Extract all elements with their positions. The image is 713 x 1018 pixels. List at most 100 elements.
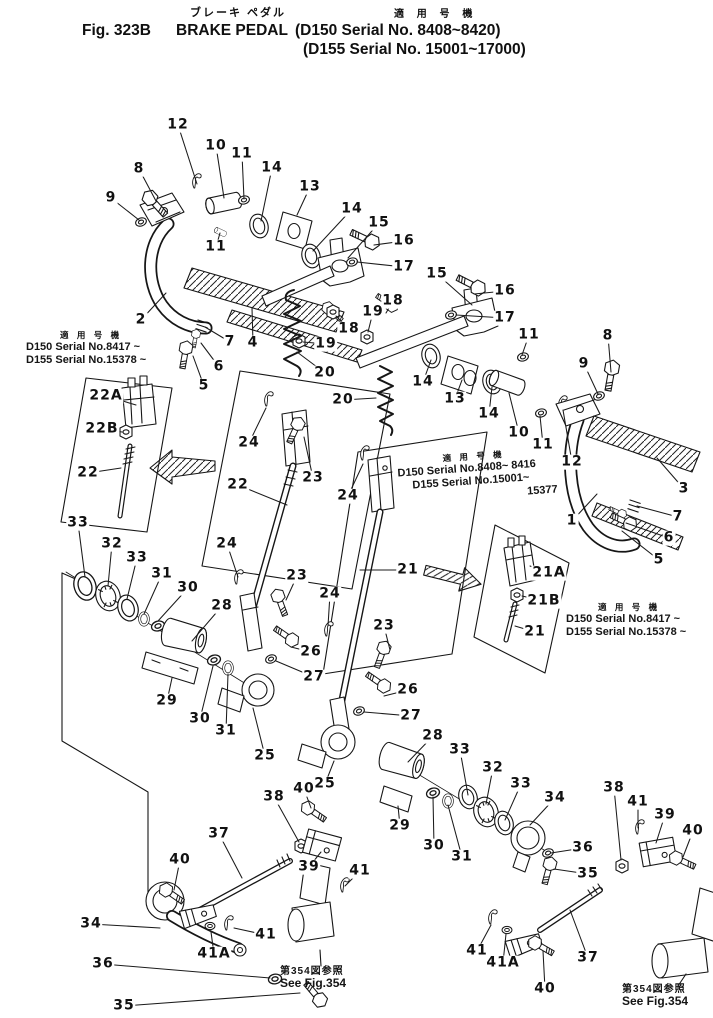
collar-34-right xyxy=(510,820,546,873)
group-box-right-inset xyxy=(473,524,570,674)
leader-line xyxy=(613,787,622,861)
cotter-41d xyxy=(488,909,498,925)
annotation-left-line1: D150 Serial No.8417 ~ xyxy=(26,340,141,353)
arrow-right xyxy=(423,564,482,592)
leader-line xyxy=(432,796,435,847)
bolt-35b xyxy=(538,854,559,887)
leader-line xyxy=(459,749,469,796)
callout-label: 40 xyxy=(168,851,192,868)
callout-label: 17 xyxy=(392,258,416,275)
follower-left xyxy=(287,861,335,967)
cam-lever-25-right xyxy=(297,724,356,769)
callout-label: 27 xyxy=(399,707,423,724)
bracket-29a xyxy=(141,651,199,685)
callout-label: 15 xyxy=(425,265,449,282)
figure-number: Fig. 323B xyxy=(82,22,151,39)
annotation-right-line1: D150 Serial No.8417 ~ xyxy=(566,612,681,625)
washer-41A-right xyxy=(501,925,513,935)
callout-label: 7 xyxy=(671,508,685,525)
callout-label: 39 xyxy=(297,858,321,875)
block-39a xyxy=(301,828,343,862)
callout-label: 11 xyxy=(517,326,541,343)
callout-label: 35 xyxy=(576,865,600,882)
callout-label: 28 xyxy=(421,727,445,744)
callout-label: 19 xyxy=(314,335,338,352)
cotter-41b xyxy=(224,915,234,931)
callout-label: 22A xyxy=(88,387,124,404)
reference-left-en: See Fig.354 xyxy=(280,976,347,990)
callout-label: 30 xyxy=(422,837,446,854)
bearing-13-right xyxy=(440,355,479,395)
callout-label: 23 xyxy=(285,567,309,584)
callout-label: 24 xyxy=(237,434,261,451)
callout-label: 35 xyxy=(112,997,136,1014)
leader-line xyxy=(241,153,245,200)
callout-label: 9 xyxy=(104,189,118,206)
callout-label: 20 xyxy=(331,391,355,408)
leader-line xyxy=(77,522,86,578)
arrow-left xyxy=(149,449,216,485)
callout-label: 13 xyxy=(298,178,322,195)
washer-11d xyxy=(534,407,548,419)
callout-label: 41A xyxy=(196,945,232,962)
callout-label: 14 xyxy=(411,373,435,390)
bearing-13-left xyxy=(275,211,313,250)
callout-label: 14 xyxy=(477,405,501,422)
leader-line xyxy=(447,804,463,858)
callout-label: 41 xyxy=(348,862,372,879)
ring-31b xyxy=(222,660,234,676)
callout-label: 18 xyxy=(337,320,361,337)
cam-lever-25-left xyxy=(217,673,275,713)
callout-label: 21A xyxy=(531,564,567,581)
callout-label: 18 xyxy=(381,292,405,309)
callout-label: 34 xyxy=(79,915,103,932)
leader-lines xyxy=(77,124,694,1007)
callout-label: 27 xyxy=(302,668,326,685)
washer-27a xyxy=(263,652,279,666)
fork-15-right xyxy=(355,287,499,369)
ring-14c xyxy=(418,341,444,371)
inset-left-parts xyxy=(121,375,157,429)
callout-label: 8 xyxy=(601,327,615,344)
rod-37-left xyxy=(193,853,293,915)
group-boundary-bottom-left xyxy=(61,572,149,907)
leader-line xyxy=(260,167,273,222)
washer-41A-left xyxy=(204,921,216,931)
callout-label: 13 xyxy=(443,390,467,407)
cotter-24a xyxy=(264,391,274,407)
callout-label: 41 xyxy=(626,793,650,810)
title-applicable: 適 用 号 機 xyxy=(394,9,478,20)
figure-name: BRAKE PEDAL xyxy=(176,22,288,39)
reference-left: 第354図参照 See Fig.354 xyxy=(280,966,346,990)
callout-label: 33 xyxy=(125,549,149,566)
leader-line xyxy=(215,145,225,199)
callout-label: 36 xyxy=(571,839,595,856)
cotter-41a xyxy=(340,877,350,893)
callout-label: 25 xyxy=(313,775,337,792)
follower-right xyxy=(651,887,713,987)
rocker-34-left xyxy=(145,881,247,957)
callout-label: 4 xyxy=(246,334,260,351)
callout-label: 21 xyxy=(523,623,547,640)
callout-label: 41 xyxy=(465,942,489,959)
reference-left-jp: 第354図参照 xyxy=(280,966,344,977)
annotation-middle: 適 用 号 機 D150 Serial No.8408~ 8416 D155 S… xyxy=(396,446,558,509)
callout-label: 21B xyxy=(526,592,562,609)
cotter-24c xyxy=(360,445,370,461)
left-pedal-arm xyxy=(139,192,213,335)
callout-label: 12 xyxy=(560,453,584,470)
boss-28a xyxy=(158,616,210,655)
reference-right: 第354図参照 See Fig.354 xyxy=(622,984,688,1008)
callout-label: 19 xyxy=(361,303,385,320)
callout-label: 33 xyxy=(66,514,90,531)
bolt-40b xyxy=(297,798,330,826)
callout-label: 11 xyxy=(531,436,555,453)
callout-label: 22 xyxy=(76,464,100,481)
callout-label: 32 xyxy=(100,535,124,552)
callout-label: 9 xyxy=(577,355,591,372)
callout-label: 1 xyxy=(565,512,579,529)
callout-label: 20 xyxy=(313,364,337,381)
bolt-5-left xyxy=(175,339,194,370)
leader-line xyxy=(625,522,670,539)
